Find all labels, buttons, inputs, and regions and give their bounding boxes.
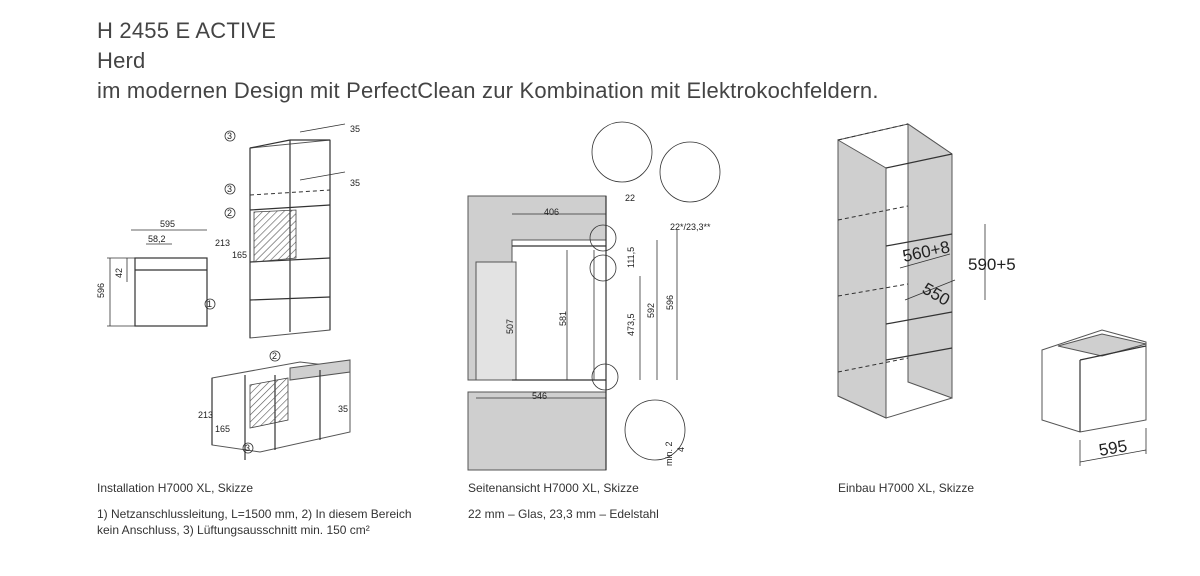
dim-111-5: 111,5	[626, 247, 636, 268]
dim-213-lower: 213	[198, 410, 213, 420]
dim-581: 581	[558, 311, 568, 326]
product-type: Herd	[97, 48, 146, 73]
callout-3-lower: 3	[245, 443, 250, 453]
dim-213: 213	[215, 238, 230, 248]
dim-546: 546	[532, 391, 547, 401]
caption-built-in: Einbau H7000 XL, Skizze	[838, 481, 975, 495]
dim-42: 42	[114, 268, 124, 278]
dim-22: 22	[625, 193, 635, 203]
note-installation: 1) Netzanschlussleitung, L=1500 mm, 2) I…	[97, 507, 412, 537]
dim-58-2: 58,2	[148, 234, 166, 244]
dim-min-2: min. 2	[664, 441, 674, 466]
callout-2-lower: 2	[272, 351, 277, 361]
dim-35-top: 35	[350, 124, 360, 134]
dim-507: 507	[505, 319, 515, 334]
callout-1: 1	[207, 299, 212, 309]
dim-596: 596	[665, 295, 675, 310]
model-title: H 2455 E ACTIVE	[97, 18, 277, 43]
dim-592: 592	[646, 303, 656, 318]
appliance-front-outline	[134, 257, 208, 327]
dim-596: 596	[96, 283, 106, 298]
callout-3-top: 3	[227, 131, 232, 141]
caption-side-view: Seitenansicht H7000 XL, Skizze	[468, 481, 639, 495]
dim-590-5: 590+5	[968, 255, 1016, 274]
dim-595-unit: 595	[1097, 436, 1128, 460]
callout-2: 2	[227, 208, 232, 218]
dim-35-mid: 35	[350, 178, 360, 188]
dim-22-23-3: 22*/23,3**	[670, 222, 711, 232]
product-description: im modernen Design mit PerfectClean zur …	[97, 78, 879, 103]
dim-406: 406	[544, 207, 559, 217]
dim-595: 595	[160, 219, 175, 229]
dim-473-5: 473,5	[626, 313, 636, 336]
dim-35-lower: 35	[338, 404, 348, 414]
installation-drawing: 595 58,2 596 42 1 35 35 213 165 3 3 2	[96, 123, 360, 460]
dim-165-lower: 165	[215, 424, 230, 434]
side-view-drawing: 406 22 22*/23,3** 111,5 507 581 473,5 59…	[467, 121, 721, 471]
caption-installation: Installation H7000 XL, Skizze	[97, 481, 254, 495]
note-side-view: 22 mm – Glas, 23,3 mm – Edelstahl	[468, 507, 659, 521]
built-in-drawing: 560+8 550 590+5 595	[837, 123, 1147, 466]
dim-4: 4	[676, 447, 686, 452]
callout-3-mid: 3	[227, 184, 232, 194]
dim-165: 165	[232, 250, 247, 260]
